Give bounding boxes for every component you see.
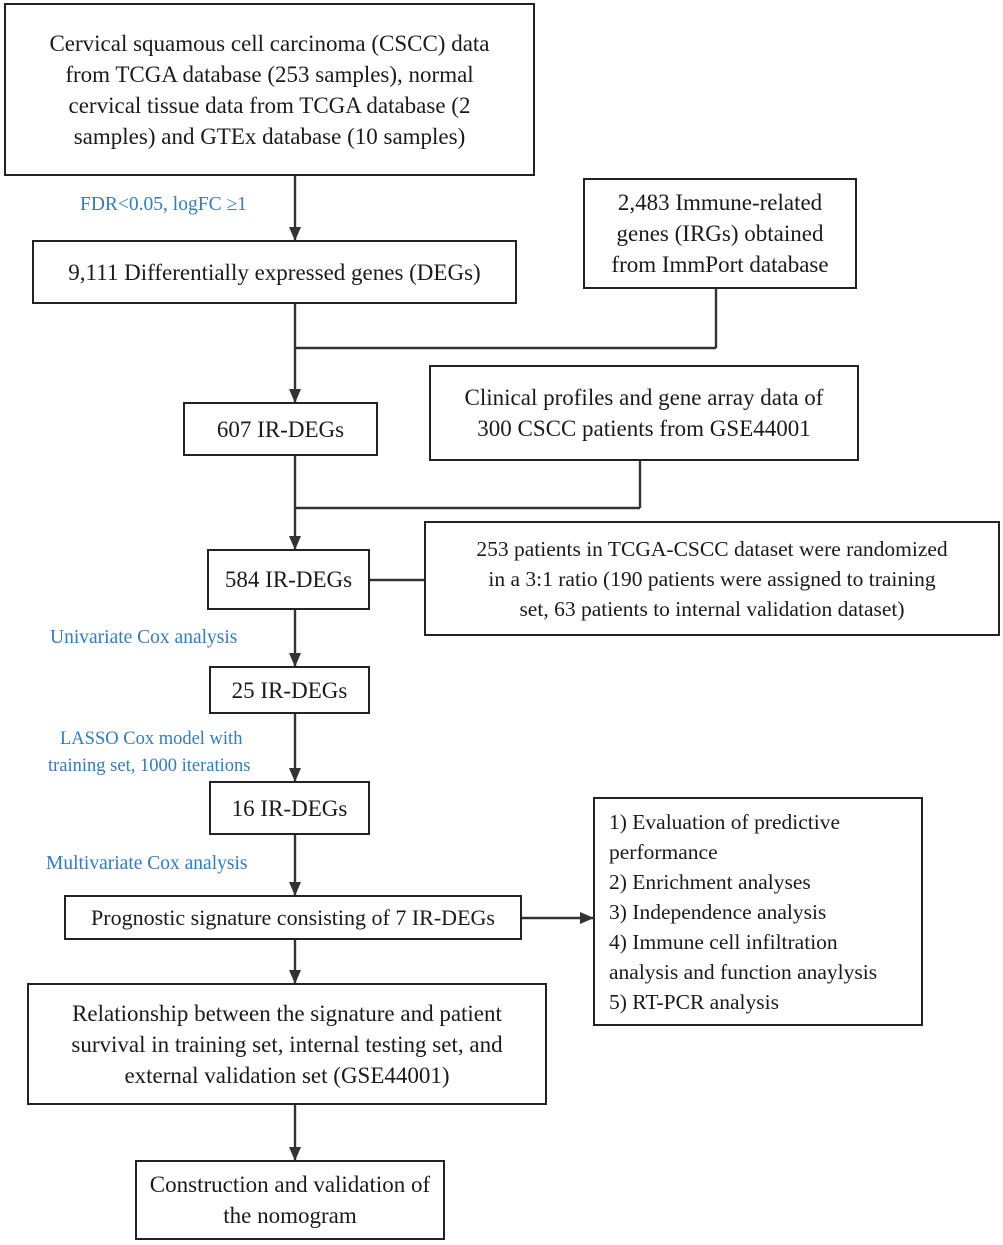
box-text-line: from ImmPort database: [611, 252, 829, 277]
box-text-line: samples) and GTEx database (10 samples): [73, 123, 466, 149]
box-text-line: 9,111 Differentially expressed genes (DE…: [68, 259, 481, 285]
edge-label-line: training set, 1000 iterations: [48, 756, 251, 776]
box-text-line: Clinical profiles and gene array data of: [464, 385, 824, 410]
edge-label-line: Univariate Cox analysis: [50, 627, 238, 648]
box-ir25: 25 IR-DEGs: [209, 666, 370, 714]
box-text-line: Prognostic signature consisting of 7 IR-…: [91, 905, 495, 930]
box-text-line: 4) Immune cell infiltration: [609, 929, 838, 954]
box-text-line: genes (IRGs) obtained: [616, 221, 824, 246]
box-text-line: 3) Independence analysis: [609, 899, 827, 924]
edge-label-line: FDR<0.05, logFC ≥1: [80, 194, 247, 215]
box-text-line: 607 IR-DEGs: [216, 416, 345, 442]
box-text-line: in a 3:1 ratio (190 patients were assign…: [488, 566, 936, 591]
box-text-line: 300 CSCC patients from GSE44001: [477, 416, 811, 441]
box-ir607: 607 IR-DEGs: [183, 402, 378, 456]
box-degs: 9,111 Differentially expressed genes (DE…: [32, 240, 517, 304]
box-text-line: Relationship between the signature and p…: [72, 1000, 502, 1026]
box-text-line: set, 63 patients to internal validation …: [519, 596, 905, 621]
box-analyses: 1) Evaluation of predictive performance …: [593, 797, 923, 1026]
box-signature: Prognostic signature consisting of 7 IR-…: [64, 895, 522, 940]
edge-label-line: Multivariate Cox analysis: [46, 853, 248, 874]
box-text-line: Cervical squamous cell carcinoma (CSCC) …: [49, 30, 490, 56]
box-text-line: from TCGA database (253 samples), normal: [65, 61, 474, 87]
box-text-line: the nomogram: [223, 1203, 357, 1228]
box-text-line: 2,483 Immune-related: [617, 190, 823, 215]
box-nomogram: Construction and validation of the nomog…: [135, 1160, 445, 1240]
edge-label-fdr: FDR<0.05, logFC ≥1: [80, 193, 247, 217]
box-text-line: 5) RT-PCR analysis: [609, 989, 779, 1014]
box-text-line: Construction and validation of: [149, 1172, 431, 1197]
box-cscc-data: Cervical squamous cell carcinoma (CSCC) …: [4, 3, 535, 176]
box-ir584: 584 IR-DEGs: [207, 549, 370, 610]
box-clinical: Clinical profiles and gene array data of…: [429, 365, 859, 461]
edge-label-multivariate: Multivariate Cox analysis: [46, 852, 247, 876]
box-text-line: 25 IR-DEGs: [231, 677, 348, 703]
box-text-line: external validation set (GSE44001): [124, 1062, 450, 1088]
edge-label-univariate: Univariate Cox analysis: [50, 626, 237, 650]
box-text-line: cervical tissue data from TCGA database …: [68, 92, 471, 118]
edge-label-lasso: LASSO Cox model with training set, 1000 …: [48, 726, 250, 780]
box-text-line: 584 IR-DEGs: [224, 567, 353, 592]
box-text-line: 2) Enrichment analyses: [609, 869, 811, 894]
box-text-line: survival in training set, internal testi…: [71, 1031, 503, 1057]
box-ir16: 16 IR-DEGs: [209, 781, 370, 835]
box-text-line: analysis and function anaylysis: [609, 959, 878, 984]
edge-label-line: LASSO Cox model with: [60, 729, 243, 749]
box-text-line: 16 IR-DEGs: [231, 795, 348, 821]
box-relationship: Relationship between the signature and p…: [27, 983, 547, 1105]
box-text-line: 1) Evaluation of predictive: [609, 809, 841, 834]
box-randomized: 253 patients in TCGA-CSCC dataset were r…: [424, 521, 1000, 636]
box-irgs: 2,483 Immune-related genes (IRGs) obtain…: [583, 178, 857, 289]
box-text-line: performance: [609, 839, 718, 864]
box-text-line: 253 patients in TCGA-CSCC dataset were r…: [476, 536, 948, 561]
